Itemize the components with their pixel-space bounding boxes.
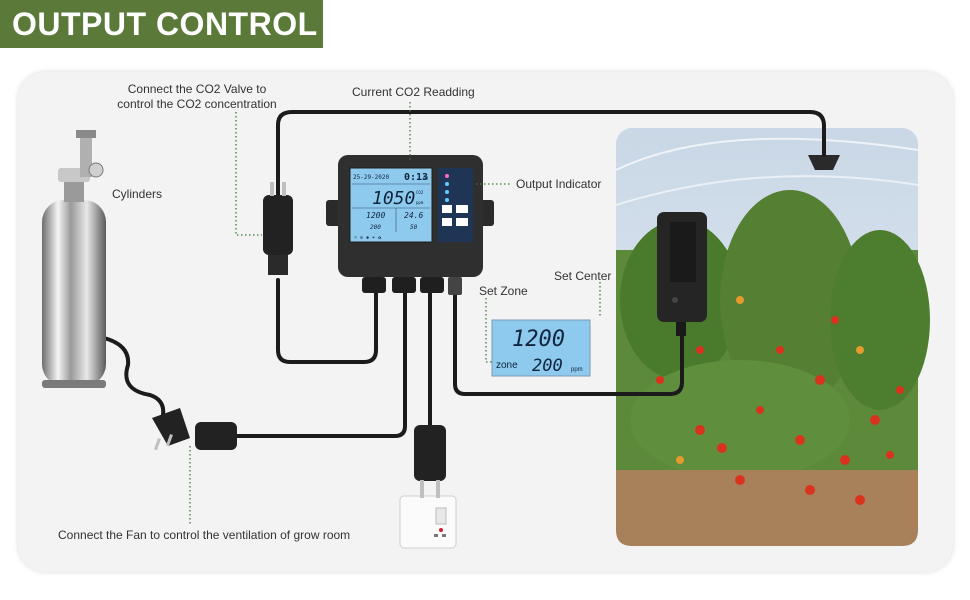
lcd-temp: 24.6	[404, 211, 423, 220]
controller-lcd-readouts: 25-29-2020 0:13 PM 1050 CO2 ppm 1200 200…	[353, 172, 428, 241]
output-indicator-caption: Output Indicator	[516, 177, 602, 191]
lcd-time: 0:13	[404, 172, 428, 183]
current-reading-caption: Current CO2 Readding	[352, 85, 475, 99]
guide-lines	[189, 102, 601, 525]
lcd-co2-unit-bottom: ppm	[416, 200, 424, 205]
zoom-unit: ppm	[571, 367, 583, 373]
co2-valve-caption-line1: Connect the CO2 Valve to	[127, 82, 267, 96]
hanging-valve	[808, 155, 840, 170]
cylinders-caption: Cylinders	[112, 187, 163, 201]
lcd-zone: 200	[370, 224, 381, 231]
page-banner-title: OUTPUT CONTROL	[0, 0, 323, 48]
lcd-co2-value: 1050	[372, 188, 415, 209]
greenhouse-photo	[615, 128, 930, 546]
svg-text:☼ ⊙ ✱ ☂ ✿: ☼ ⊙ ✱ ☂ ✿	[354, 235, 381, 241]
menu-button[interactable]	[456, 205, 468, 213]
up-button[interactable]	[442, 205, 452, 213]
zoom-zone-label: zone	[496, 360, 518, 371]
zoom-center-value: 1200	[512, 327, 565, 352]
lcd-date: 25-29-2020	[353, 174, 390, 181]
lcd-setpoint: 1200	[366, 211, 385, 220]
co2-controller	[326, 155, 494, 295]
set-zone-caption: Set Zone	[479, 284, 528, 298]
set-center-caption: Set Center	[554, 269, 612, 283]
co2-valve-plug	[263, 182, 293, 275]
enter-button[interactable]	[456, 218, 468, 226]
zoom-zone-value: 200	[532, 356, 563, 376]
co2-valve-caption: Connect the CO2 Valve to control the CO2…	[102, 82, 292, 112]
fan-plug	[152, 408, 237, 451]
fan-caption: Connect the Fan to control the ventilati…	[58, 528, 351, 542]
down-button[interactable]	[442, 218, 452, 226]
wall-socket	[399, 495, 457, 549]
controller-lcd	[349, 167, 433, 243]
co2-valve-caption-line2: control the CO2 concentration	[117, 97, 277, 111]
lcd-co2-unit-top: CO2	[416, 190, 424, 195]
cables	[102, 110, 826, 438]
zoomed-setpoint-display: 1200 zone 200 ppm	[491, 319, 591, 377]
lcd-time-suffix: PM	[423, 176, 428, 181]
co2-sensor-probe	[657, 212, 707, 336]
lcd-humidity: 50	[410, 224, 418, 231]
co2-cylinder	[42, 130, 106, 388]
power-plug	[414, 425, 446, 498]
